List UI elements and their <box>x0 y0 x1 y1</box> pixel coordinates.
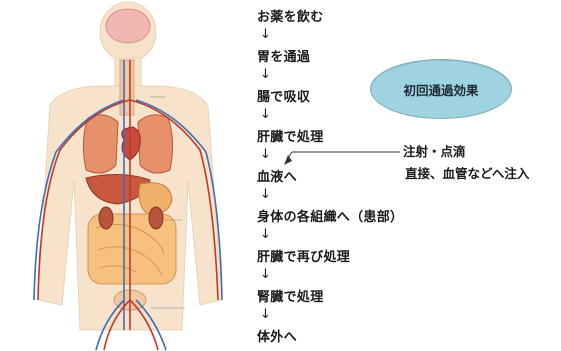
anatomy-illustration <box>0 0 240 351</box>
flow-step-4: 肝臓で処理 <box>257 126 324 145</box>
down-arrow-icon: ↓ <box>260 108 270 122</box>
injection-description: 直接、血管などへ注入 <box>405 163 529 182</box>
flow-step-3: 腸で吸収 <box>257 86 310 105</box>
down-arrow-icon: ↓ <box>260 228 270 242</box>
down-arrow-icon: ↓ <box>260 68 270 82</box>
down-arrow-icon: ↓ <box>260 148 270 162</box>
flow-step-5: 血液へ <box>257 166 297 185</box>
flow-step-1: お薬を飲む <box>257 6 324 25</box>
flow-step-8: 腎臓で処理 <box>257 286 324 305</box>
down-arrow-icon: ↓ <box>260 268 270 282</box>
flow-step-7: 肝臓で再び処理 <box>257 246 350 265</box>
brain-shape <box>106 9 150 43</box>
down-arrow-icon: ↓ <box>260 308 270 322</box>
down-arrow-icon: ↓ <box>260 188 270 202</box>
flow-step-9: 体外へ <box>257 326 297 345</box>
down-arrow-icon: ↓ <box>260 28 270 42</box>
flow-step-2: 胃を通過 <box>257 46 310 65</box>
first-pass-effect-label: 初回通過効果 <box>403 80 478 99</box>
flow-step-6: 身体の各組織へ（患部） <box>257 206 403 225</box>
injection-label: 注射・点滴 <box>403 141 466 160</box>
first-pass-effect-bubble: 初回通過効果 <box>370 59 512 119</box>
